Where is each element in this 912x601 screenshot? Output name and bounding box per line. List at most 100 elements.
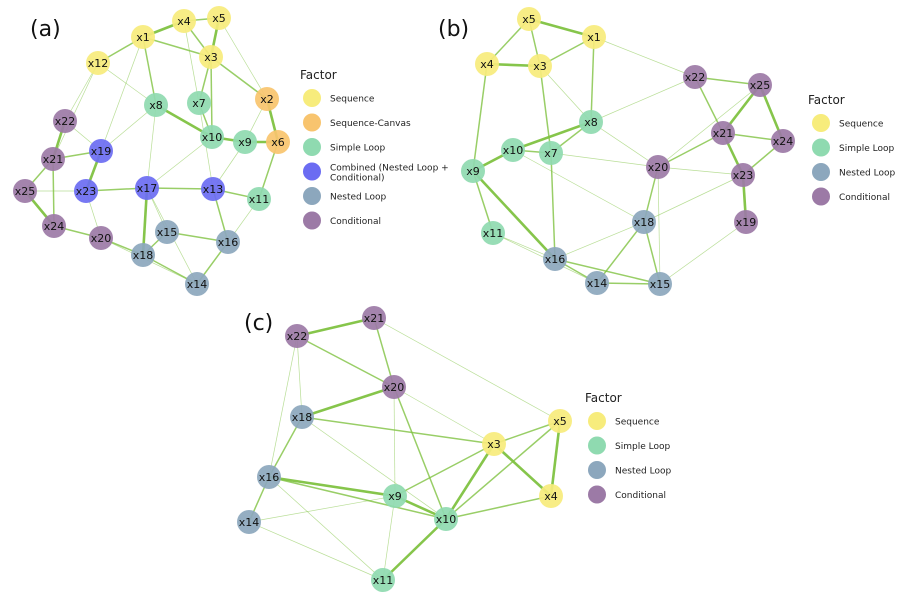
edge-x1-x22 xyxy=(593,36,696,78)
node-label: x22 xyxy=(685,71,706,84)
legend-swatch xyxy=(303,187,321,205)
edge-x16-x18 xyxy=(554,221,645,260)
node-x10: x10 xyxy=(501,138,525,162)
node-circle xyxy=(482,432,506,456)
node-label: x5 xyxy=(553,415,567,428)
edge-x3-x8 xyxy=(539,65,592,123)
legend-item-simple-loop: Simple Loop xyxy=(588,436,670,455)
node-x25: x25 xyxy=(748,73,772,97)
node-label: x10 xyxy=(503,144,524,157)
node-label: x25 xyxy=(15,185,36,198)
legend-label: Simple Loop xyxy=(839,144,894,154)
edge-x1-x8 xyxy=(590,36,595,123)
legend-item-sequence-canvas: Sequence-Canvas xyxy=(303,113,411,132)
edge-x7-x20 xyxy=(550,152,659,168)
node-x3: x3 xyxy=(482,432,506,456)
node-label: x11 xyxy=(373,574,394,587)
node-x1: x1 xyxy=(131,25,155,49)
node-circle xyxy=(89,139,113,163)
node-circle xyxy=(89,226,113,250)
node-x25: x25 xyxy=(13,179,37,203)
edge-x16-x11 xyxy=(268,476,384,581)
node-label: x1 xyxy=(587,31,601,44)
edge-x14-x18 xyxy=(596,221,645,284)
node-circle xyxy=(233,130,257,154)
node-x11: x11 xyxy=(247,187,271,211)
legend-label: Sequence xyxy=(839,120,884,130)
node-label: x9 xyxy=(238,136,252,149)
node-circle xyxy=(216,230,240,254)
legend-item-conditional: Conditional xyxy=(303,211,381,230)
node-x9: x9 xyxy=(461,159,485,183)
node-x22: x22 xyxy=(683,65,707,89)
legend-label: Combined (Nested Loop +Conditional) xyxy=(330,164,449,184)
node-circle xyxy=(646,155,670,179)
edge-x20-x15 xyxy=(657,166,661,285)
node-label: x16 xyxy=(259,471,280,484)
node-label: x21 xyxy=(43,153,64,166)
node-label: x2 xyxy=(260,93,274,106)
node-label: x19 xyxy=(736,216,757,229)
node-circle xyxy=(481,221,505,245)
node-label: x20 xyxy=(648,161,669,174)
edge-x8-x20 xyxy=(590,121,659,168)
node-x24: x24 xyxy=(42,214,66,238)
node-x5: x5 xyxy=(207,6,231,30)
legend-swatch xyxy=(588,412,606,430)
panel-c-edges xyxy=(248,316,562,581)
node-circle xyxy=(362,306,386,330)
legend-item-nested-loop: Nested Loop xyxy=(812,163,895,181)
node-circle xyxy=(382,375,406,399)
node-circle xyxy=(131,25,155,49)
node-label: x24 xyxy=(773,135,794,148)
node-x24: x24 xyxy=(771,129,795,153)
panel-c-legend-title: Factor xyxy=(585,391,622,405)
node-circle xyxy=(13,179,37,203)
node-label: x18 xyxy=(133,249,154,262)
node-x3: x3 xyxy=(528,54,552,78)
edge-x20-x10 xyxy=(393,386,447,520)
node-x12: x12 xyxy=(86,51,110,75)
node-label: x23 xyxy=(76,185,97,198)
node-x16: x16 xyxy=(216,230,240,254)
edge-x7-x16 xyxy=(550,152,556,260)
node-x23: x23 xyxy=(731,163,755,187)
edge-x9-x16 xyxy=(472,170,556,260)
edge-x14-x11 xyxy=(248,521,384,581)
node-x8: x8 xyxy=(579,110,603,134)
node-circle xyxy=(548,409,572,433)
node-circle xyxy=(201,177,225,201)
legend-item-sequence: Sequence xyxy=(812,114,884,132)
node-circle xyxy=(135,176,159,200)
node-label: x20 xyxy=(91,232,112,245)
legend-label: Simple Loop xyxy=(615,442,670,452)
node-label: x16 xyxy=(545,253,566,266)
node-x5: x5 xyxy=(517,7,541,31)
node-label: x21 xyxy=(713,127,734,140)
node-circle xyxy=(434,507,458,531)
edge-x19-x15 xyxy=(659,221,747,285)
legend-item-nested-loop: Nested Loop xyxy=(588,461,671,479)
edge-x1-x19 xyxy=(100,36,144,152)
node-circle xyxy=(187,91,211,115)
node-circle xyxy=(237,510,261,534)
edge-x23-x18 xyxy=(643,174,744,223)
edge-x22-x16 xyxy=(268,335,298,478)
node-circle xyxy=(86,51,110,75)
node-circle xyxy=(539,141,563,165)
node-label: x7 xyxy=(544,147,558,160)
legend-label: Nested Loop xyxy=(330,193,386,203)
panel-b-label: (b) xyxy=(438,17,469,42)
edge-x3-x10 xyxy=(444,443,496,520)
node-x18: x18 xyxy=(632,210,656,234)
node-circle xyxy=(41,147,65,171)
node-x8: x8 xyxy=(144,93,168,117)
node-x22: x22 xyxy=(285,324,309,348)
node-x20: x20 xyxy=(89,226,113,250)
node-label: x19 xyxy=(91,145,112,158)
node-x17: x17 xyxy=(135,176,159,200)
node-circle xyxy=(199,45,223,69)
node-circle xyxy=(207,6,231,30)
node-x15: x15 xyxy=(648,272,672,296)
